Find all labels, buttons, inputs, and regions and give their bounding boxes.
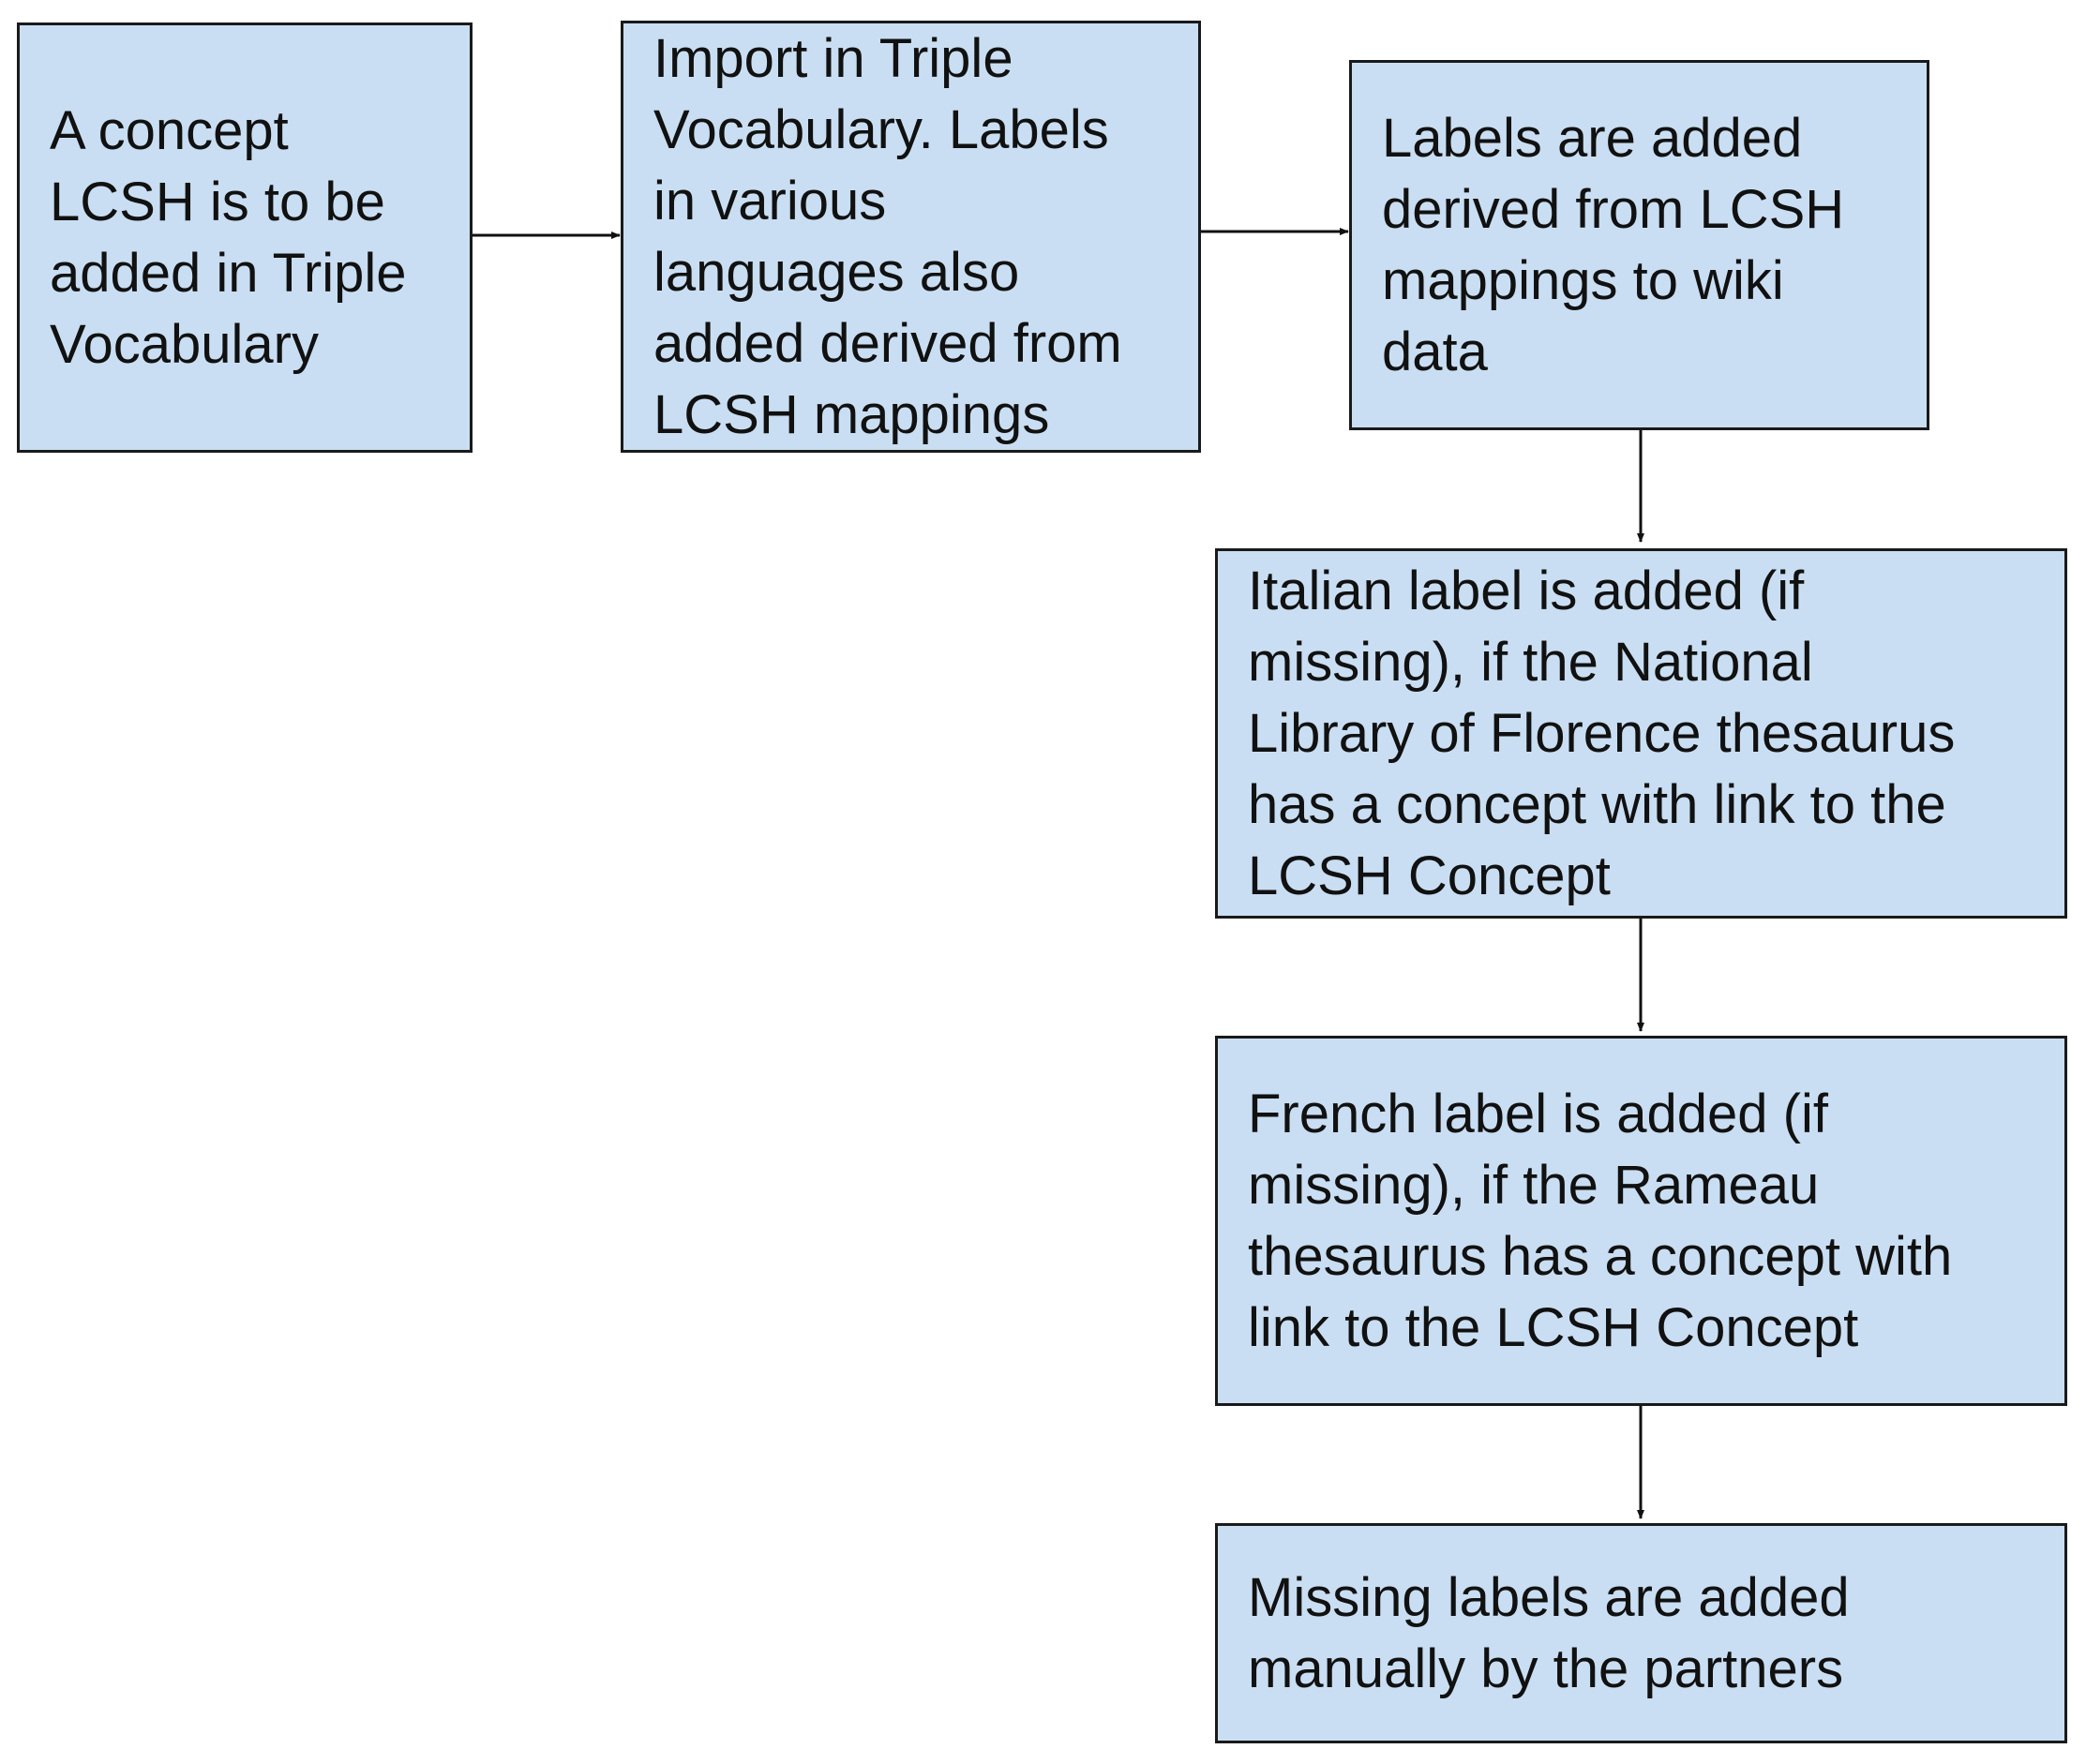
node-import-triple: Import in Triple Vocabulary. Labels in v… — [621, 21, 1201, 453]
node-labels-wikidata-text: Labels are added derived from LCSH mappi… — [1382, 107, 1845, 382]
node-import-triple-text: Import in Triple Vocabulary. Labels in v… — [653, 27, 1122, 445]
node-manual-labels-text: Missing labels are added manually by the… — [1248, 1566, 1850, 1699]
node-labels-wikidata: Labels are added derived from LCSH mappi… — [1349, 60, 1929, 430]
node-italian-label: Italian label is added (if missing), if … — [1215, 548, 2067, 919]
node-french-label: French label is added (if missing), if t… — [1215, 1036, 2067, 1406]
node-concept-lcsh: A concept LCSH is to be added in Triple … — [17, 22, 473, 453]
node-manual-labels: Missing labels are added manually by the… — [1215, 1523, 2067, 1743]
node-french-label-text: French label is added (if missing), if t… — [1248, 1083, 1953, 1358]
node-concept-lcsh-text: A concept LCSH is to be added in Triple … — [50, 99, 407, 375]
node-italian-label-text: Italian label is added (if missing), if … — [1248, 560, 1956, 906]
